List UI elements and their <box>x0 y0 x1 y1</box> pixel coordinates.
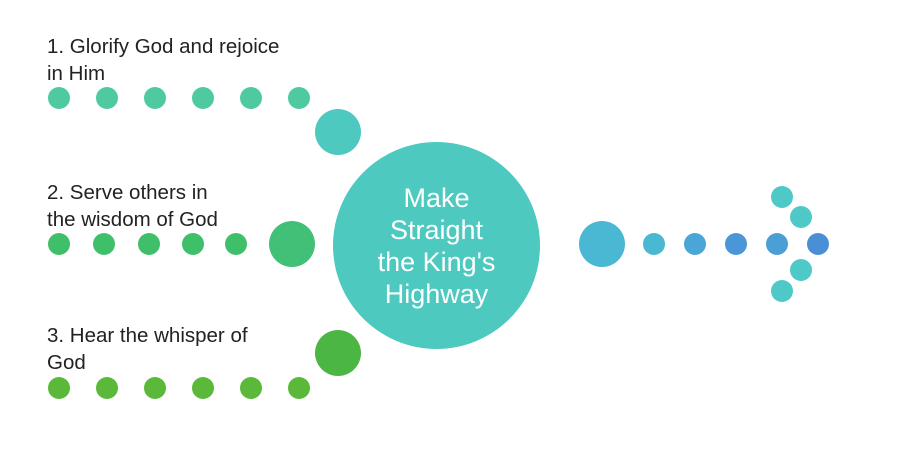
row-2-dot <box>48 233 70 255</box>
row-1-connector-dot <box>315 109 361 155</box>
arrow-head-dot <box>771 280 793 302</box>
row-3-connector-dot <box>315 330 361 376</box>
arrow-start-dot <box>579 221 625 267</box>
arrow-shaft-dot <box>766 233 788 255</box>
row-3-dot <box>48 377 70 399</box>
row-3-dot <box>288 377 310 399</box>
row-1-dot <box>144 87 166 109</box>
item-2-label: 2. Serve others in the wisdom of God <box>47 181 218 231</box>
arrow-head-dot <box>790 259 812 281</box>
arrow-shaft-dot <box>643 233 665 255</box>
row-3-dot <box>240 377 262 399</box>
item-1-label: 1. Glorify God and rejoice in Him <box>47 35 280 85</box>
arrow-shaft-dot <box>725 233 747 255</box>
row-2-dot <box>182 233 204 255</box>
arrow-head-dot <box>771 186 793 208</box>
center-text: Make Straight the King's Highway <box>377 182 496 309</box>
row-2-dot <box>225 233 247 255</box>
row-1-dot <box>48 87 70 109</box>
row-3-dot <box>96 377 118 399</box>
center-circle: Make Straight the King's Highway <box>333 142 540 349</box>
arrow-tip-dot <box>807 233 829 255</box>
row-2-connector-dot <box>269 221 315 267</box>
row-1-dot <box>288 87 310 109</box>
row-1-dot <box>240 87 262 109</box>
arrow-head-dot <box>790 206 812 228</box>
row-2-dot <box>138 233 160 255</box>
arrow-shaft-dot <box>684 233 706 255</box>
row-1-dot <box>96 87 118 109</box>
row-3-dot <box>144 377 166 399</box>
row-2-dot <box>93 233 115 255</box>
row-1-dot <box>192 87 214 109</box>
row-3-dot <box>192 377 214 399</box>
item-3-label: 3. Hear the whisper of God <box>47 324 248 374</box>
